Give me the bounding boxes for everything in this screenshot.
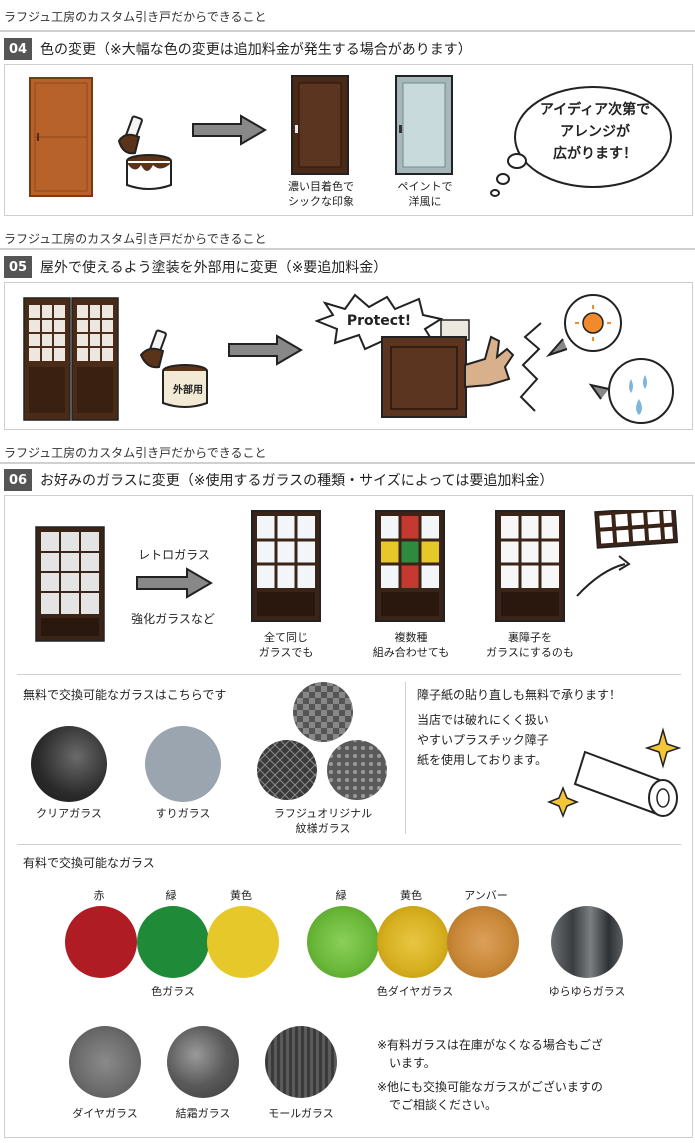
color-diamond-name: 色ダイヤガラス <box>376 985 454 998</box>
shoji-doors-image <box>23 297 119 421</box>
impact-lines-icon <box>519 322 542 412</box>
color-glass-label-green: 緑 <box>165 889 177 902</box>
section-05-kicker: ラフジュ工房のカスタム引き戸だからできること <box>4 232 267 246</box>
clear-glass-swatch <box>31 726 107 802</box>
color-glass-red-swatch <box>65 906 137 978</box>
section-04-header: 04 色の変更（※大幅な色の変更は追加料金が発生する場合があります） <box>4 36 472 62</box>
color-diamond-yellow-swatch <box>377 906 449 978</box>
lattice-panel-icon <box>576 510 679 597</box>
color-glass-yellow-swatch <box>207 906 279 978</box>
section-04-panel: 濃い目着色で シックな印象 ペイントで 洋風に アイディア次第で アレンジが 広… <box>4 64 693 216</box>
color-glass-label-red: 赤 <box>93 889 105 902</box>
yurayura-glass-swatch <box>551 906 623 978</box>
dark-door-caption: 濃い目着色で シックな印象 <box>288 180 354 208</box>
diamond-glass-swatch <box>69 1026 141 1098</box>
color-glass-green-swatch <box>137 906 209 978</box>
back-shoji-glass-caption: 裏障子を ガラスにするのも <box>486 631 574 659</box>
thought-bubble-text: アイディア次第で アレンジが 広がります！ <box>539 102 651 162</box>
patterned-glass-swatches <box>257 682 387 800</box>
frost-crystal-glass-name: 結霜ガラス <box>175 1107 231 1120</box>
all-same-glass-caption: 全て同じ ガラスでも <box>258 631 314 659</box>
shoji-paper-body: 当店では破れにくく扱い やすいプラスチック障子 紙を使用しております。 <box>417 713 549 767</box>
moru-glass-swatch <box>265 1026 337 1098</box>
section-06-rule <box>0 462 695 464</box>
arrow-right-icon <box>136 567 213 599</box>
section-05-rule <box>0 248 695 250</box>
section-06-number: 06 <box>4 469 32 491</box>
paid-note-consult: ※他にも交換可能なガラスがございますの でご相談ください。 <box>377 1080 603 1112</box>
paid-glass-title: 有料で交換可能なガラス <box>23 856 155 870</box>
protected-door-image <box>381 319 515 418</box>
arrow-label-tempered-glass: 強化ガラスなど <box>131 612 215 626</box>
color-glass-name: 色ガラス <box>151 985 195 998</box>
frosted-glass-label: すりガラス <box>155 807 211 820</box>
diamond-glass-name: ダイヤガラス <box>72 1107 138 1120</box>
section-04-rule <box>0 30 695 32</box>
moru-glass-name: モールガラス <box>268 1107 334 1120</box>
paper-roll-icon <box>546 727 682 819</box>
mixed-glass-caption: 複数種 組み合わせても <box>372 631 450 659</box>
color-diamond-label-amber: アンバー <box>464 889 508 902</box>
color-diamond-label-yellow: 黄色 <box>400 889 422 902</box>
rain-icon <box>588 358 674 424</box>
section-06-title: お好みのガラスに変更（※使用するガラスの種類・サイズによっては要追加料金） <box>40 473 554 489</box>
shoji-source-door-image <box>35 526 105 642</box>
back-shoji-glass-door-image <box>495 510 565 622</box>
shoji-paper-title: 障子紙の貼り直しも無料で承ります！ <box>417 688 622 702</box>
color-glass-label-yellow: 黄色 <box>230 889 252 902</box>
exterior-paint-can-icon <box>139 329 208 408</box>
sun-icon <box>545 294 622 358</box>
clear-glass-label: クリアガラス <box>36 807 102 820</box>
divider-vertical <box>405 682 406 834</box>
section-05-header: 05 屋外で使えるよう塗装を外部用に変更（※要追加料金） <box>4 254 387 280</box>
all-same-glass-door-image <box>251 510 321 622</box>
arrow-right-icon <box>228 334 303 366</box>
paid-note-stock: ※有料ガラスは在庫がなくなる場合もござ います。 <box>377 1038 603 1070</box>
natural-wood-door-image <box>29 77 93 197</box>
original-patterned-glass-label: ラフジュオリジナル 紋様ガラス <box>273 807 373 835</box>
divider-horizontal <box>17 674 681 675</box>
section-04-number: 04 <box>4 38 32 60</box>
arrow-label-retro-glass: レトロガラス <box>138 548 210 562</box>
section-04-kicker: ラフジュ工房のカスタム引き戸だからできること <box>4 10 267 24</box>
exterior-paint-can-label: 外部用 <box>173 385 203 396</box>
yurayura-glass-name: ゆらゆらガラス <box>548 985 626 998</box>
divider-horizontal-2 <box>17 844 681 845</box>
painted-door-caption: ペイントで 洋風に <box>397 180 453 208</box>
color-diamond-label-green: 緑 <box>335 889 347 902</box>
color-diamond-amber-swatch <box>447 906 519 978</box>
section-05-number: 05 <box>4 256 32 278</box>
free-glass-title: 無料で交換可能なガラスはこちらです <box>23 688 227 702</box>
section-06-kicker: ラフジュ工房のカスタム引き戸だからできること <box>4 446 267 460</box>
frost-crystal-glass-swatch <box>167 1026 239 1098</box>
protect-text: Protect! <box>346 313 412 329</box>
arrow-right-icon <box>192 114 267 146</box>
section-05-title: 屋外で使えるよう塗装を外部用に変更（※要追加料金） <box>40 260 388 276</box>
painted-door-image <box>395 75 453 175</box>
color-diamond-green-swatch <box>307 906 379 978</box>
section-04-title: 色の変更（※大幅な色の変更は追加料金が発生する場合があります） <box>40 42 472 58</box>
section-05-panel: 外部用 Protect! <box>4 282 693 430</box>
dark-stained-door-image <box>291 75 349 175</box>
section-06-panel: レトロガラス 強化ガラスなど 全て同じ ガラスでも 複数種 組み合わせても <box>4 495 693 1138</box>
section-06-header: 06 お好みのガラスに変更（※使用するガラスの種類・サイズによっては要追加料金） <box>4 467 553 493</box>
frosted-glass-swatch <box>145 726 221 802</box>
thought-bubble-icon <box>490 86 672 197</box>
mixed-glass-door-image <box>375 510 445 622</box>
paint-can-brush-icon <box>117 115 172 190</box>
